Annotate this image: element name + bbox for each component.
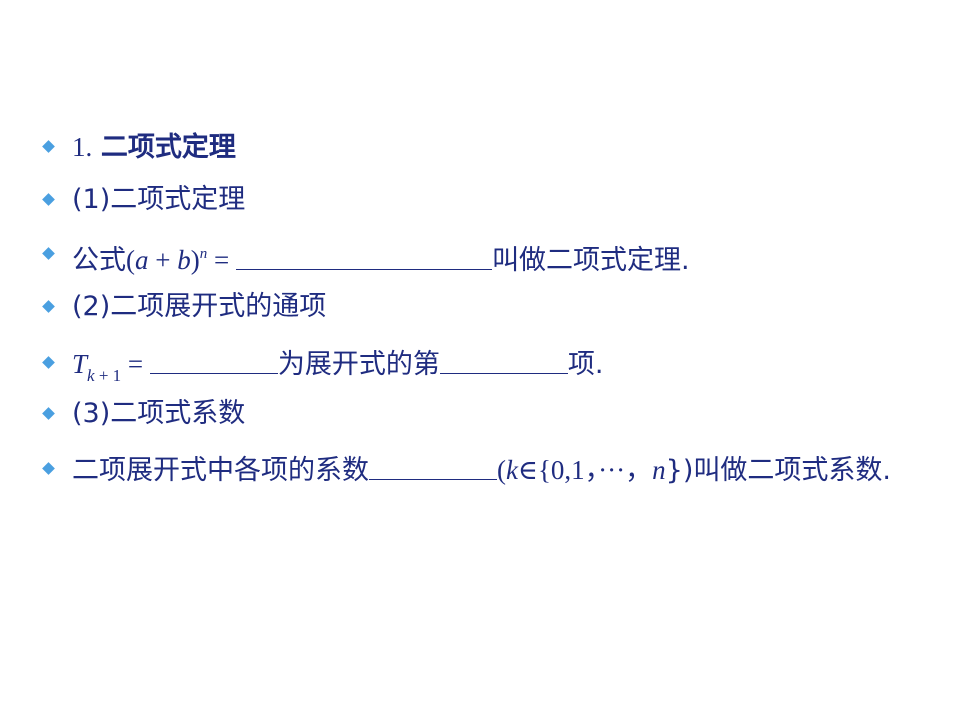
list-item-subheading-2: (2)二项展开式的通项 [42,289,914,325]
term-middle: 为展开式的第 [277,349,440,380]
coeff-paren-open: ( [497,455,506,485]
coeff-prefix: 二项展开式中各项的系数 [72,455,369,486]
formula-prefix: 公式 [72,245,126,276]
list-item-general-term: Tk + 1 = 为展开式的第 项. [42,345,914,394]
formula-b: b [177,245,191,275]
answer-blank[interactable] [369,451,497,480]
formula-equals: = [207,245,236,275]
list-item-coefficients: 二项展开式中各项的系数 (k∈{0,1，···，n})叫做二项式系数. [42,451,914,489]
diamond-bullet-icon [42,193,55,206]
diamond-bullet-icon [42,140,55,153]
coeff-close: })叫做二项式系数. [665,455,891,486]
heading-number: 1. [72,132,93,162]
answer-blank[interactable] [149,345,278,374]
diamond-bullet-icon [42,462,55,475]
formula-close: ) [190,245,200,275]
term-subscript-k: k [87,366,95,385]
term-suffix: 项. [567,349,604,380]
coeff-set: ∈{0,1，···， [517,455,653,485]
subheading-1-text: (1)二项式定理 [72,184,246,215]
coeff-n: n [652,455,666,485]
coeff-k: k [506,455,518,485]
heading-text: 二项式定理 [100,132,236,163]
answer-blank[interactable] [439,345,568,374]
list-item-subheading-3: (3)二项式系数 [42,396,914,432]
term-equals: = [121,349,150,379]
diamond-bullet-icon [42,356,55,369]
formula-exponent: n [199,246,208,262]
formula-plus: + [148,245,178,275]
list-item-formula: 公式(a + b)n = 叫做二项式定理. [42,236,914,279]
diamond-bullet-icon [42,247,55,260]
term-subscript-rest: + 1 [94,366,122,385]
list-item-heading: 1. 二项式定理 [42,129,914,166]
list-item-subheading-1: (1)二项式定理 [42,182,914,218]
answer-blank[interactable] [235,241,492,270]
subheading-3-text: (3)二项式系数 [72,398,246,429]
diamond-bullet-icon [42,300,55,313]
formula-open: ( [126,245,135,275]
subheading-2-text: (2)二项展开式的通项 [72,291,327,322]
diamond-bullet-icon [42,407,55,420]
formula-a: a [135,245,149,275]
formula-suffix: 叫做二项式定理. [491,245,690,276]
term-T: T [72,349,88,379]
